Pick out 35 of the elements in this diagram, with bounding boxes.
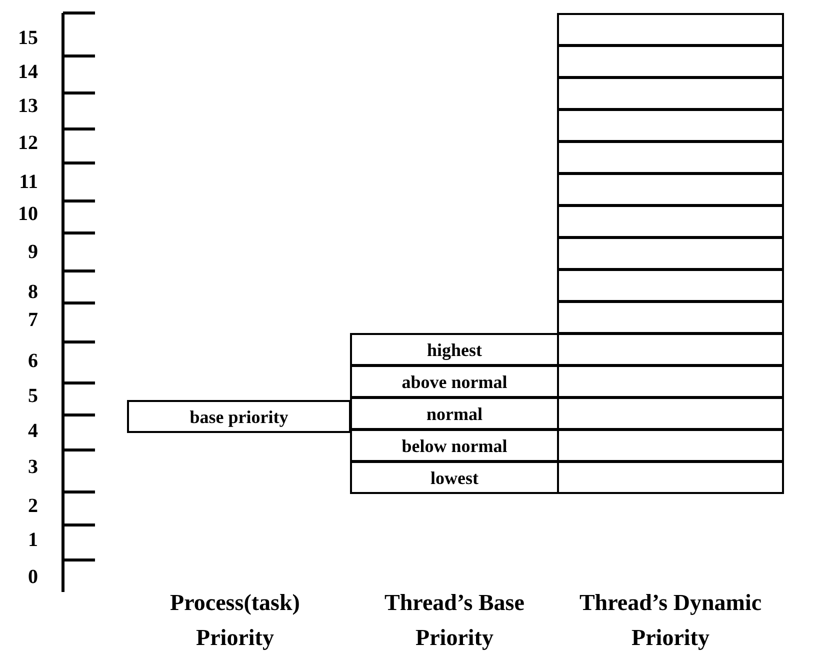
priority-cell: normal [350, 397, 559, 430]
axis-number: 13 [17, 96, 38, 116]
axis-number: 4 [27, 421, 38, 441]
empty-cell [557, 141, 784, 174]
column-caption: Process(task) Priority [169, 589, 301, 652]
empty-cell [557, 45, 784, 78]
empty-cell [557, 301, 784, 334]
empty-cell [557, 269, 784, 302]
empty-cell [557, 237, 784, 270]
empty-cell [557, 205, 784, 238]
column-caption: Thread’s Base Priority [384, 589, 526, 652]
column-caption: Thread’s Dynamic Priority [578, 589, 763, 652]
axis-number: 11 [18, 172, 38, 192]
empty-cell [557, 109, 784, 142]
axis-number: 7 [27, 310, 38, 330]
axis-number: 6 [27, 351, 38, 371]
axis-number: 9 [27, 242, 38, 262]
empty-cell [557, 77, 784, 110]
axis-number: 0 [27, 567, 38, 587]
axis-number: 10 [17, 204, 38, 224]
priority-cell: highest [350, 333, 559, 366]
empty-cell [557, 173, 784, 206]
axis-number: 2 [27, 496, 38, 516]
axis-number: 15 [17, 28, 38, 48]
axis-number: 8 [27, 282, 38, 302]
axis-number: 1 [27, 530, 38, 550]
priority-cell: below normal [350, 429, 559, 462]
empty-cell [557, 13, 784, 46]
axis-number: 5 [27, 386, 38, 406]
axis-number: 3 [27, 457, 38, 477]
priority-cell: base priority [127, 400, 351, 433]
priority-cell: above normal [350, 365, 559, 398]
axis-number: 12 [17, 133, 38, 153]
axis-number: 14 [17, 62, 38, 82]
priority-cell: lowest [350, 461, 559, 494]
